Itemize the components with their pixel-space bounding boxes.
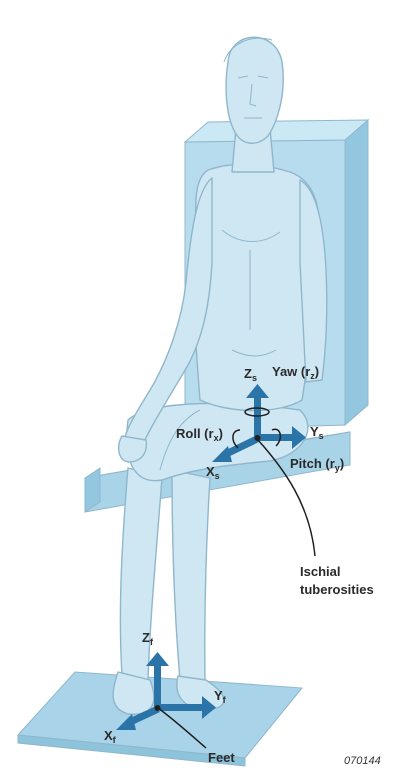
ischial-label-line1: Ischial	[300, 564, 340, 579]
seat-y-label: Ys	[310, 424, 324, 441]
ischial-label-line2: tuberosities	[300, 582, 374, 597]
figure-number: 070144	[344, 755, 381, 767]
feet-label: Feet	[208, 750, 235, 765]
feet-z-label: Zf	[142, 630, 154, 647]
